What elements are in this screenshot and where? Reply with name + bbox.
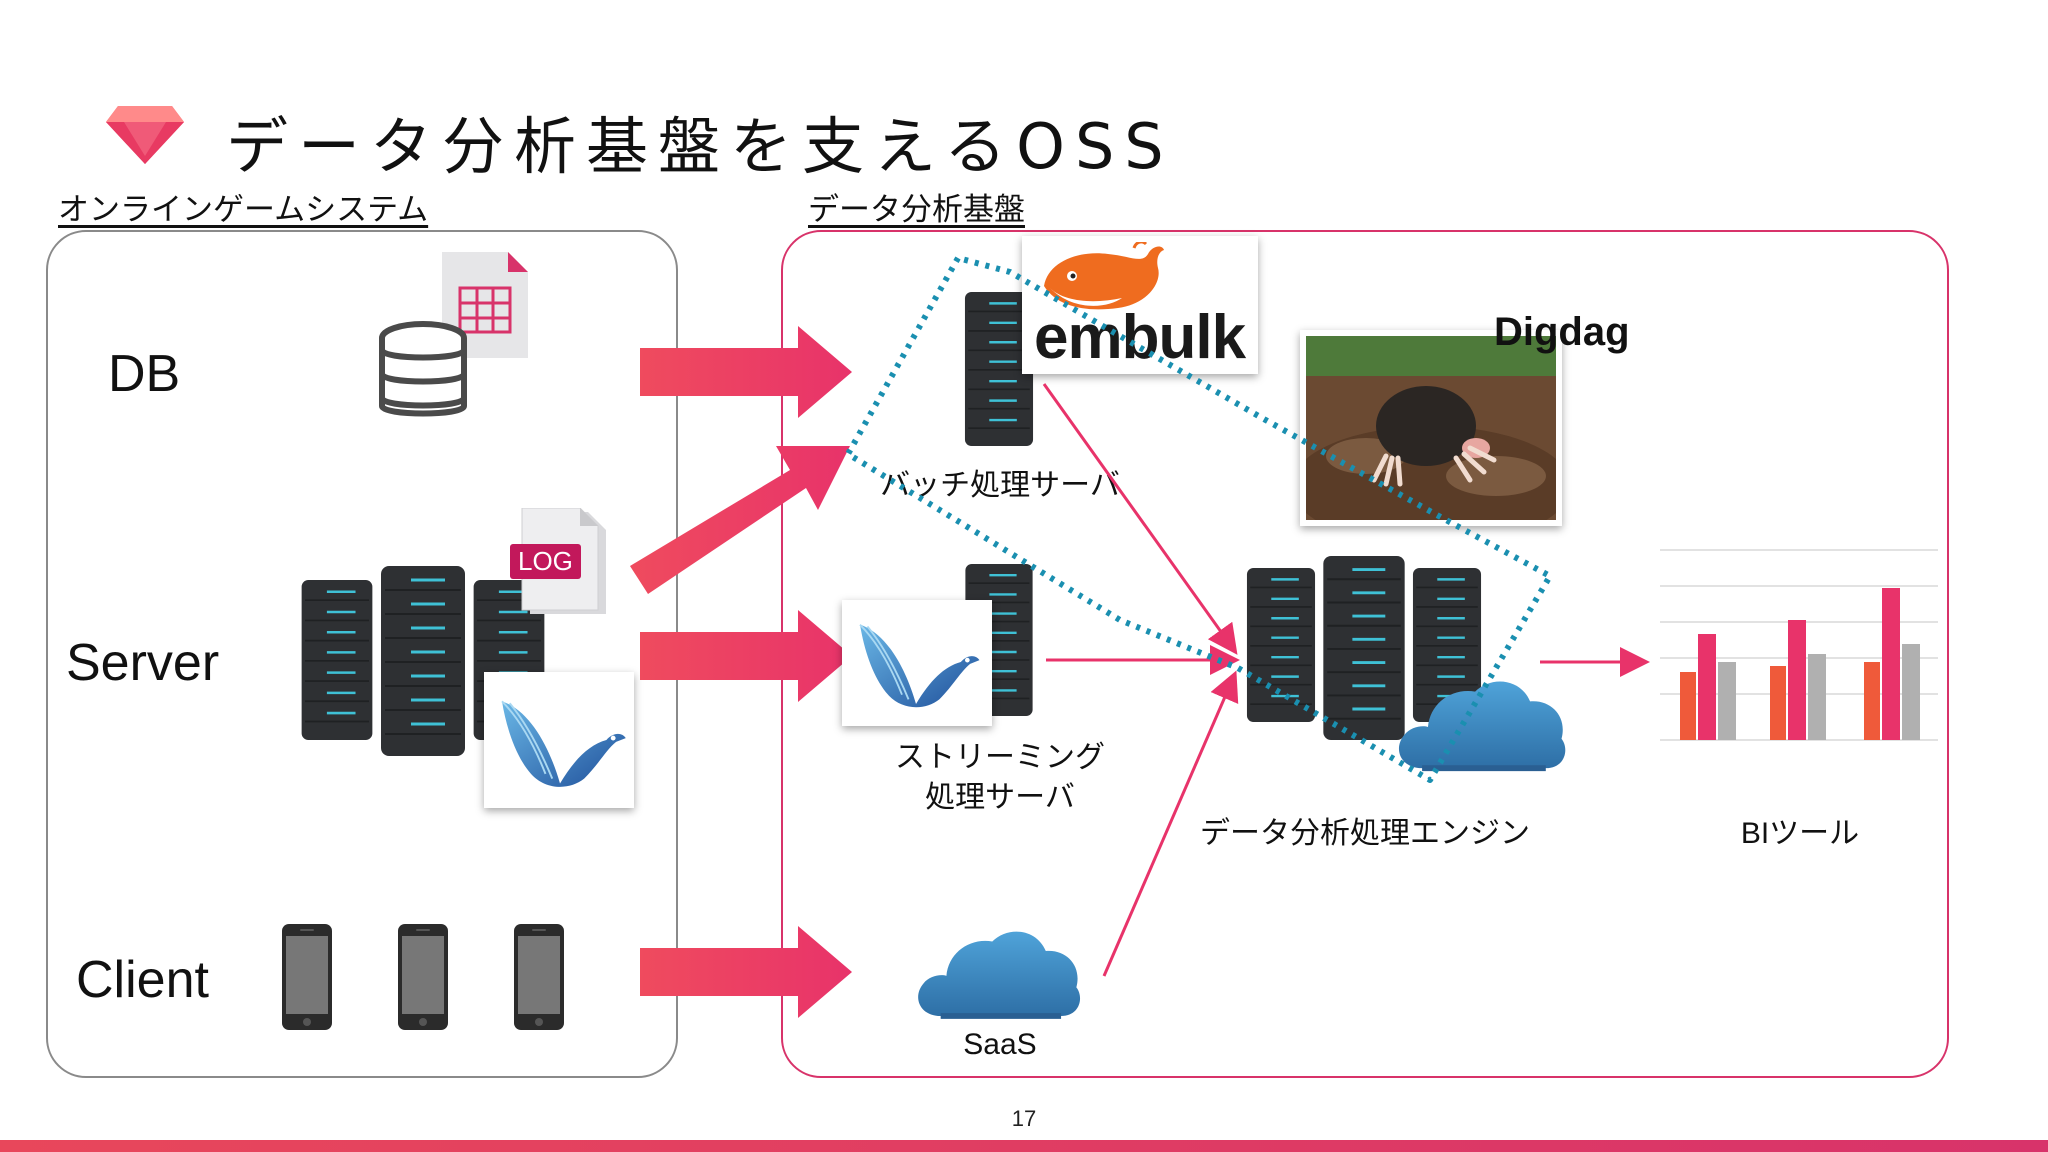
arrow-db xyxy=(640,326,852,418)
fluentd-logo-card-streaming xyxy=(842,600,992,726)
embulk-whale-logo xyxy=(1044,242,1164,310)
section-label-analytics-platform: データ分析基盤 xyxy=(808,192,1025,228)
page-number: 17 xyxy=(1011,1106,1037,1131)
digdag-photo-card xyxy=(1300,330,1562,526)
digdag-logo-text: Digdag xyxy=(1494,310,1630,354)
connector-saas-to-engine xyxy=(1102,670,1239,977)
streaming-server-label-line2: 処理サーバ xyxy=(925,780,1075,815)
embulk-logo-card: embulk xyxy=(1022,236,1258,374)
digdag-mole-photo xyxy=(1306,336,1556,520)
row-label-db: DB xyxy=(108,345,181,403)
fluentd-logo-card xyxy=(484,672,634,808)
digdag-scope-boundary xyxy=(845,255,1553,783)
row-label-server: Server xyxy=(66,634,220,692)
bar-chart-icon xyxy=(1660,549,1938,741)
database-icon xyxy=(378,316,468,424)
streaming-server-label-line1: ストリーミング xyxy=(895,740,1105,775)
section-label-game-system: オンラインゲームシステム xyxy=(58,192,429,228)
bi-tool-label: BIツール xyxy=(1740,817,1860,850)
arrow-server xyxy=(640,610,852,702)
arrow-client xyxy=(640,926,852,1018)
page-title: データ分析基盤を支えるOSS xyxy=(226,110,1174,183)
footer-accent-bar xyxy=(0,1140,2048,1152)
connector-batch-to-engine xyxy=(1042,383,1238,655)
log-badge: LOG xyxy=(510,544,581,579)
ruby-gem-icon xyxy=(104,104,186,166)
analytics-engine-label: データ分析処理エンジン xyxy=(1200,816,1530,851)
row-label-client: Client xyxy=(76,951,209,1009)
arrow-server-diagonal xyxy=(630,446,850,594)
saas-label: SaaS xyxy=(963,1028,1037,1061)
embulk-logo-text: embulk xyxy=(1034,303,1246,372)
log-file-icon: LOG xyxy=(510,508,608,616)
